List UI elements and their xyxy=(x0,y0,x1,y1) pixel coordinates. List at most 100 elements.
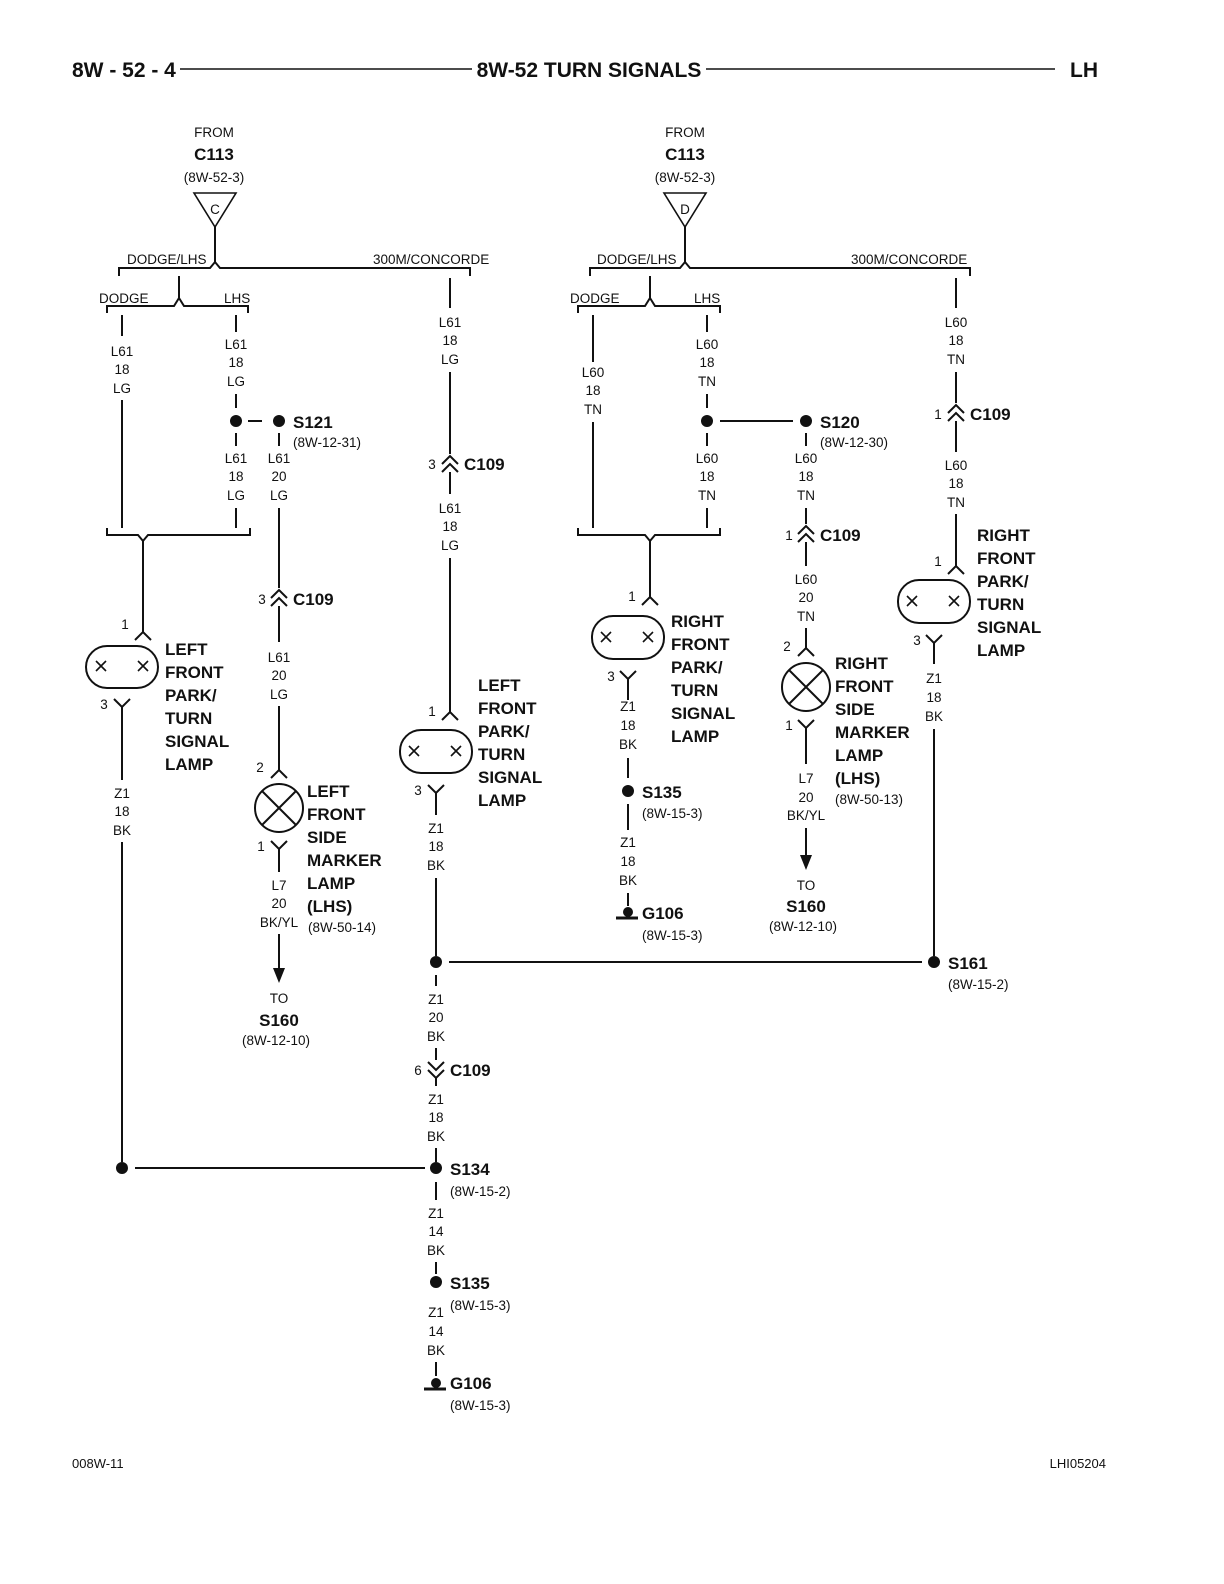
wire-c109-right1-gauge: 20 xyxy=(798,590,813,605)
splice-dot-s135-bottom xyxy=(430,1276,442,1288)
split-bracket-c2 xyxy=(106,296,249,313)
connector-c109-mid-pin: 3 xyxy=(428,457,436,472)
wire-concorde-right-color: TN xyxy=(947,352,965,367)
source-c-terminal xyxy=(192,192,238,229)
split-bracket-d2 xyxy=(577,296,721,313)
right-side-marker-lamp-x xyxy=(788,669,824,705)
page-side: LH xyxy=(1070,59,1098,82)
splice-s135-right-ref: (8W-15-3) xyxy=(642,806,703,821)
connector-c109-right1-pin: 1 xyxy=(785,528,793,543)
wire-right-marker-out-circuit: L7 xyxy=(798,771,813,786)
s160-left-to: TO xyxy=(270,991,289,1006)
wire-dodge-left-color: LG xyxy=(113,381,131,396)
right-park-lamp-2-icon xyxy=(897,579,971,624)
splice-s135-bottom-name: S135 xyxy=(450,1274,490,1293)
right-park-lamp-label-4: TURN xyxy=(671,681,718,700)
pin-right-marker-1: 1 xyxy=(785,718,793,733)
label-dodge-right: DODGE xyxy=(570,291,620,306)
wire-s135-right-color: BK xyxy=(619,873,637,888)
source-d-pin: D xyxy=(680,202,690,217)
terminal-right-park-3 xyxy=(619,670,637,681)
left-park-lamp-label-3: PARK/ xyxy=(165,686,217,705)
wire-concorde-right-gauge: 18 xyxy=(948,333,963,348)
wire-lhs-left2-circuit: L61 xyxy=(225,451,248,466)
source-c-from: FROM xyxy=(194,125,234,140)
left-park-lamp-label-4: TURN xyxy=(165,709,212,728)
source-d-terminal xyxy=(662,192,708,229)
pin-left-park2-1: 1 xyxy=(428,704,436,719)
left-park-lamp-2-x2 xyxy=(450,745,462,757)
terminal-left-park-1 xyxy=(134,630,152,641)
terminal-right-marker-2 xyxy=(797,646,815,657)
wire-dodge-left-gauge: 18 xyxy=(114,362,129,377)
wire-concorde-left-gauge: 18 xyxy=(442,333,457,348)
arrow-to-s160-right xyxy=(800,855,812,870)
footer-right-code: LHI05204 xyxy=(1050,1456,1106,1471)
right-park-lamp-label-3: PARK/ xyxy=(671,658,723,677)
wire-lhs-right-color: TN xyxy=(698,374,716,389)
connector-c109-mid-name: C109 xyxy=(464,455,505,474)
splice-s135-right-name: S135 xyxy=(642,783,682,802)
wire-trunk3-color: BK xyxy=(427,1243,445,1258)
s160-right-to: TO xyxy=(797,878,816,893)
wire-trunk4-gauge: 14 xyxy=(428,1324,444,1339)
footer-left-code: 008W-11 xyxy=(72,1456,124,1471)
split-bracket-c xyxy=(118,260,471,276)
ground-g106-right-ref: (8W-15-3) xyxy=(642,928,703,943)
wire-c109-right1-circuit: L60 xyxy=(795,572,818,587)
label-dodge-lhs-left: DODGE/LHS xyxy=(127,252,207,267)
pin-left-marker-1: 1 xyxy=(257,839,265,854)
splice-dot-s135-right xyxy=(622,785,634,797)
label-lhs-right: LHS xyxy=(694,291,720,306)
pin-right-park2-1: 1 xyxy=(934,554,942,569)
terminal-right-marker-1 xyxy=(797,719,815,730)
right-marker-label-4: MARKER xyxy=(835,723,910,742)
wire-s135-right-circuit: Z1 xyxy=(620,835,636,850)
wire-concorde-left-circuit: L61 xyxy=(439,315,462,330)
terminal-right-park-1 xyxy=(641,595,659,606)
left-park-lamp-2-label-3: PARK/ xyxy=(478,722,530,741)
pin-right-park-3: 3 xyxy=(607,669,615,684)
wire-dodge-right-gauge: 18 xyxy=(585,383,600,398)
wire-right-park2-ground-gauge: 18 xyxy=(926,690,941,705)
wire-concorde-left-color: LG xyxy=(441,352,459,367)
source-c-connector: C113 xyxy=(194,145,234,164)
wire-trunk2-circuit: Z1 xyxy=(428,1092,444,1107)
right-park-lamp-2-x1 xyxy=(906,595,918,607)
split-bracket-d xyxy=(589,260,971,276)
terminal-left-marker-2 xyxy=(270,768,288,779)
right-park-lamp-label-6: LAMP xyxy=(671,727,719,746)
ground-g106-bottom-name: G106 xyxy=(450,1374,492,1393)
terminal-left-park2-3 xyxy=(427,784,445,795)
left-park-lamp-2-label-4: TURN xyxy=(478,745,525,764)
wire-c109-mid-circuit: L61 xyxy=(439,501,462,516)
ground-g106-bottom-dot xyxy=(431,1378,441,1388)
right-park-lamp-2-label-3: PARK/ xyxy=(977,572,1029,591)
connector-c109-left-name: C109 xyxy=(293,590,334,609)
wire-s120-down-gauge: 18 xyxy=(798,469,813,484)
wire-right-park-ground-circuit: Z1 xyxy=(620,699,636,714)
wire-trunk3-gauge: 14 xyxy=(428,1224,444,1239)
wire-right-park2-ground-circuit: Z1 xyxy=(926,671,942,686)
wire-left-park-ground-gauge: 18 xyxy=(114,804,129,819)
splice-s134-name: S134 xyxy=(450,1160,490,1179)
splice-dot-s134 xyxy=(430,1162,442,1174)
label-dodge-left: DODGE xyxy=(99,291,149,306)
source-d-connector: C113 xyxy=(665,145,705,164)
splice-dot-s120 xyxy=(800,415,812,427)
left-side-marker-lamp-icon xyxy=(254,783,304,833)
s160-right-ref: (8W-12-10) xyxy=(769,919,837,934)
left-park-lamp-x1 xyxy=(95,660,107,672)
left-marker-label-1: LEFT xyxy=(307,782,350,801)
connector-c109-bottom-name: C109 xyxy=(450,1061,491,1080)
terminal-right-park2-3 xyxy=(925,634,943,645)
wire-trunk-gauge: 20 xyxy=(428,1010,443,1025)
wire-c109-right2-gauge: 18 xyxy=(948,476,963,491)
left-side-marker-lamp-x xyxy=(261,790,297,826)
wire-right-park-ground-gauge: 18 xyxy=(620,718,635,733)
right-side-marker-lamp-icon xyxy=(781,662,831,712)
wire-trunk4-color: BK xyxy=(427,1343,445,1358)
wire-right-marker-out-color: BK/YL xyxy=(787,808,826,823)
wire-c109-left-color: LG xyxy=(270,687,288,702)
